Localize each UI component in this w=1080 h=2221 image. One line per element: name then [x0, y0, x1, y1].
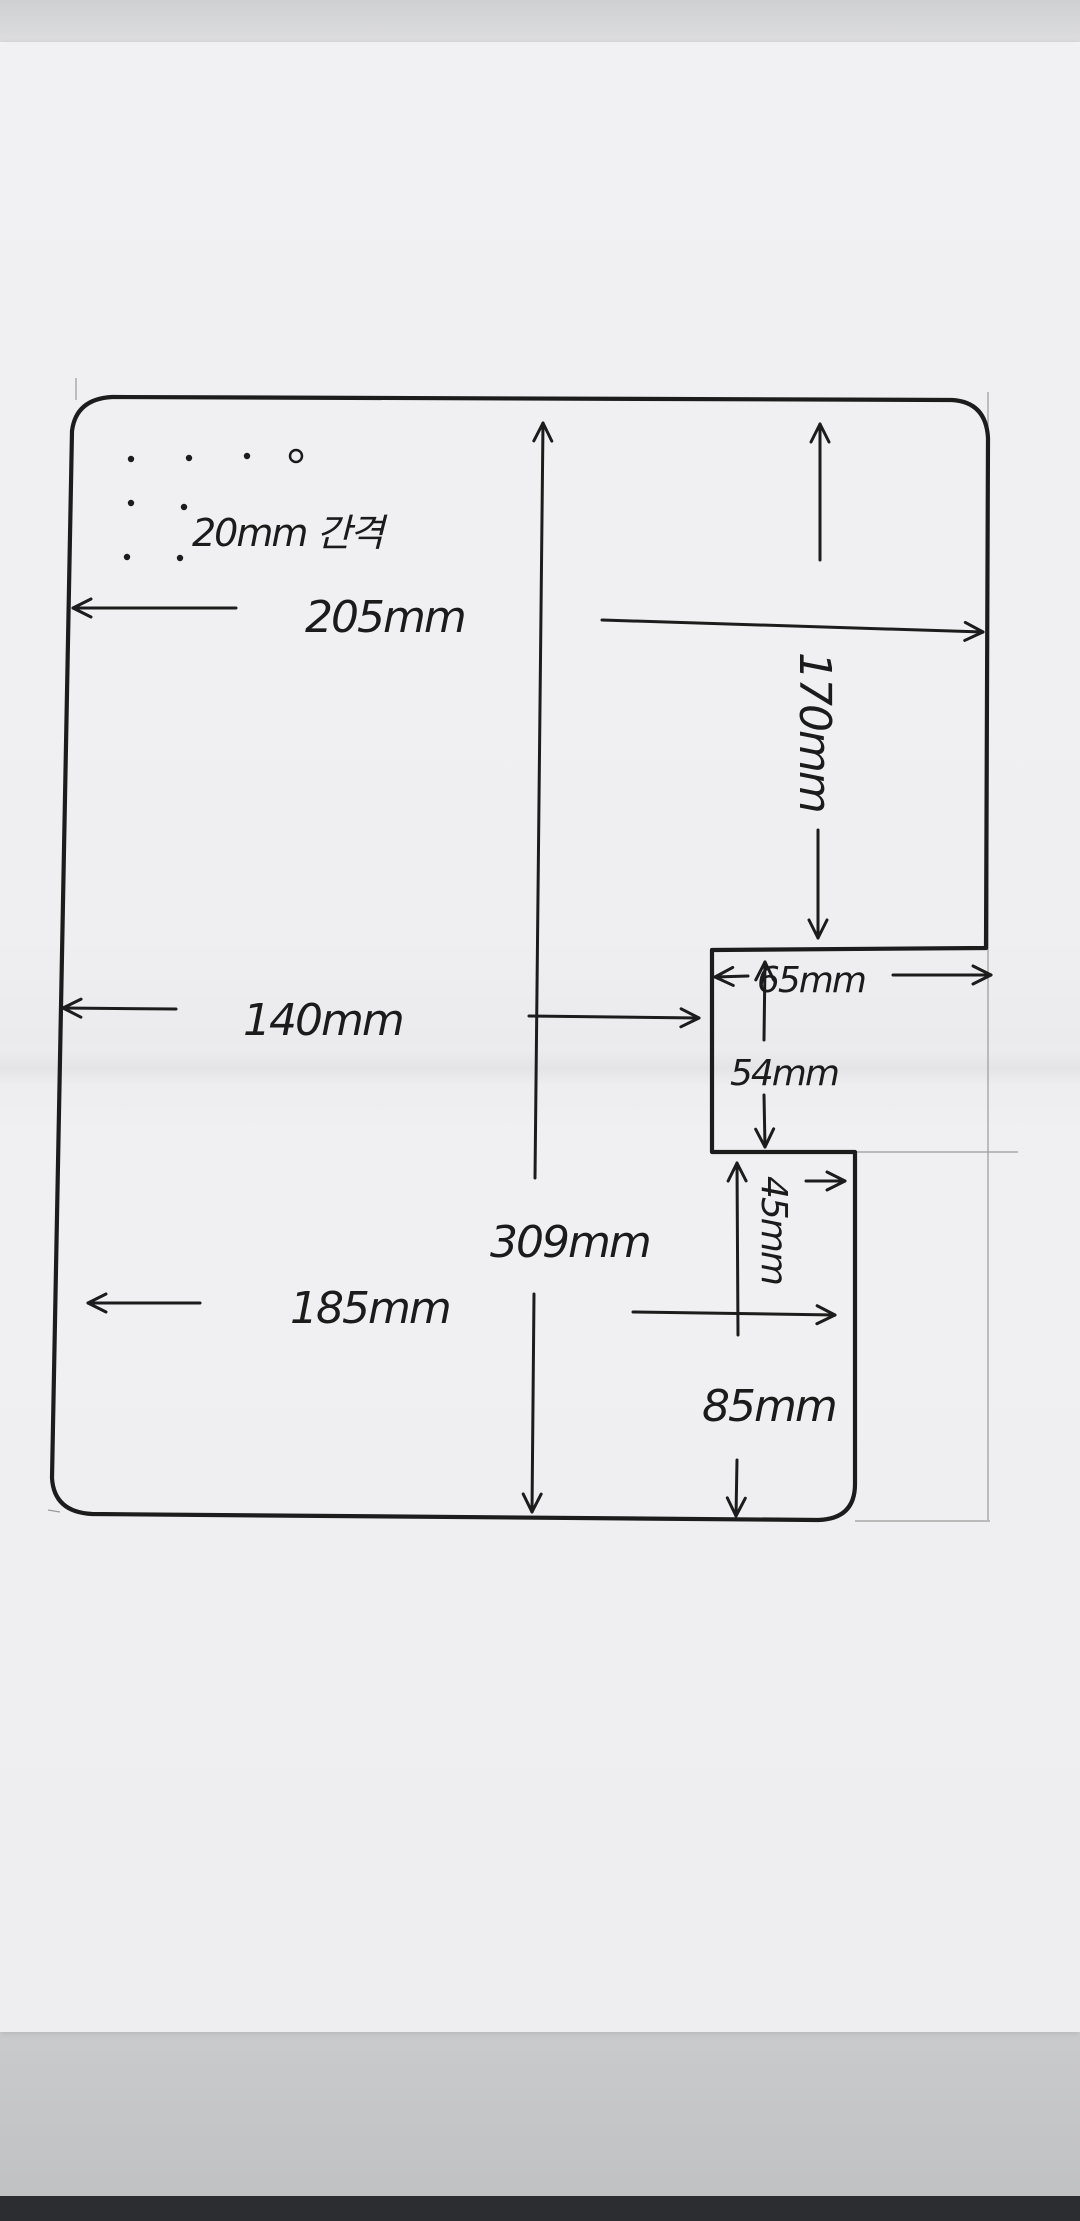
label-54: 54mm [730, 1053, 838, 1094]
hole-dot [176, 554, 184, 562]
arrow-85-down [725, 1458, 747, 1518]
label-85: 85mm [702, 1381, 836, 1432]
label-45: 45mm [753, 1176, 794, 1284]
paper-fold-crease [0, 1050, 1080, 1086]
arrow-54-down [754, 1093, 776, 1149]
panel-outline [49, 394, 991, 1523]
arrow-185-right [631, 1304, 837, 1326]
arrow-140-left [61, 997, 178, 1019]
label-185: 185mm [290, 1283, 450, 1334]
hole-dot [123, 553, 131, 561]
label-170: 170mm [789, 652, 840, 812]
hole-dot [127, 455, 135, 463]
table-edge [0, 2196, 1080, 2221]
label-hole-spacing: 20mm 간격 [192, 511, 388, 555]
label-65: 65mm [757, 960, 865, 1001]
mounting-holes [123, 448, 304, 562]
label-205: 205mm [305, 592, 465, 643]
arrow-309-down [521, 1292, 543, 1514]
dimension-labels: 20mm 간격 205mm 170mm 140mm 65mm 54mm 309m… [192, 511, 867, 1432]
arrow-45-up [726, 1161, 748, 1337]
paper-sheet [0, 42, 1080, 2032]
label-140: 140mm [243, 995, 403, 1046]
arrow-205-right [600, 618, 985, 642]
hole-dot [243, 452, 251, 460]
dimension-arrows [61, 421, 993, 1518]
arrow-54-up [754, 960, 776, 1042]
hole-dot [127, 499, 135, 507]
label-309: 309mm [490, 1217, 650, 1268]
guide-bottom-left [47, 1509, 61, 1513]
arrow-140-right [527, 1007, 701, 1029]
hole-ring [288, 448, 304, 464]
arrow-309-up [532, 421, 554, 1180]
hole-dot [180, 503, 188, 511]
arrow-65-left [713, 965, 750, 987]
hole-dot [185, 454, 193, 462]
